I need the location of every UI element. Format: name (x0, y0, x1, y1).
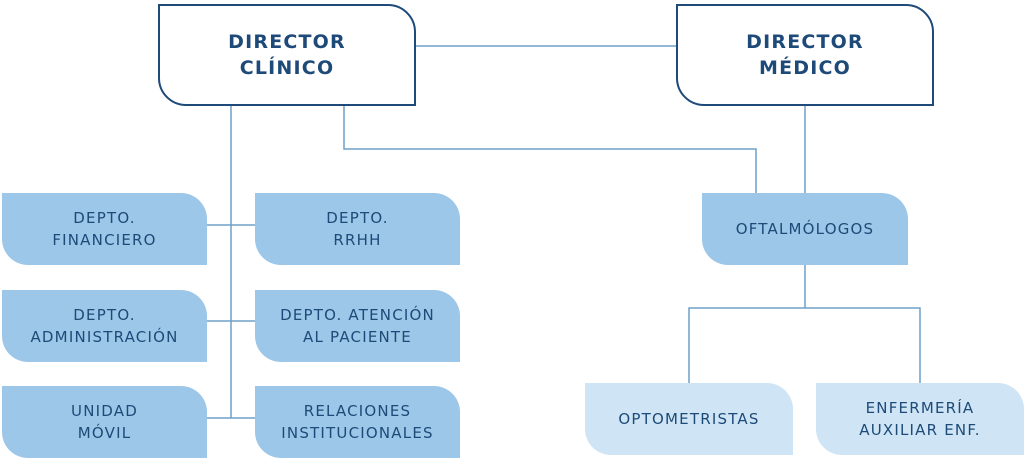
node-line: CLÍNICO (239, 57, 335, 79)
node-line: OFTALMÓLOGOS (735, 220, 875, 238)
node-line: OPTOMETRISTAS (618, 410, 760, 428)
connector-bottom-branch (688, 307, 921, 383)
node-depto-atencion-paciente[interactable]: DEPTO. ATENCIÓN AL PACIENTE (255, 290, 460, 362)
node-line: MÉDICO (758, 57, 852, 79)
node-depto-financiero[interactable]: DEPTO. FINANCIERO (2, 193, 207, 265)
node-optometristas[interactable]: OPTOMETRISTAS (585, 383, 793, 455)
node-depto-rrhh[interactable]: DEPTO. RRHH (255, 193, 460, 265)
node-line: RELACIONES (303, 402, 412, 420)
node-director-clinico[interactable]: DIRECTOR CLÍNICO (158, 4, 416, 106)
node-line: MÓVIL (77, 424, 132, 442)
node-line: UNIDAD (71, 402, 138, 420)
node-line: INSTITUCIONALES (281, 424, 434, 442)
node-relaciones-institucionales[interactable]: RELACIONES INSTITUCIONALES (255, 386, 460, 458)
connector-clinico-oftalmologos (343, 106, 757, 193)
node-line: DIRECTOR (746, 31, 864, 53)
node-line: DEPTO. (73, 306, 136, 324)
node-line: RRHH (333, 231, 382, 249)
node-line: AL PACIENTE (303, 328, 412, 346)
node-line: DEPTO. ATENCIÓN (280, 306, 435, 324)
node-enfermeria[interactable]: ENFERMERÍA AUXILIAR ENF. (816, 383, 1024, 455)
node-depto-administracion[interactable]: DEPTO. ADMINISTRACIÓN (2, 290, 207, 362)
node-line: ADMINISTRACIÓN (30, 328, 179, 346)
node-line: FINANCIERO (52, 231, 157, 249)
node-oftalmologos[interactable]: OFTALMÓLOGOS (702, 193, 908, 265)
node-director-medico[interactable]: DIRECTOR MÉDICO (676, 4, 934, 106)
node-line: AUXILIAR ENF. (859, 421, 981, 439)
node-line: DIRECTOR (228, 31, 346, 53)
node-unidad-movil[interactable]: UNIDAD MÓVIL (2, 386, 207, 458)
node-line: DEPTO. (73, 209, 136, 227)
node-line: DEPTO. (326, 209, 389, 227)
node-line: ENFERMERÍA (865, 399, 975, 417)
